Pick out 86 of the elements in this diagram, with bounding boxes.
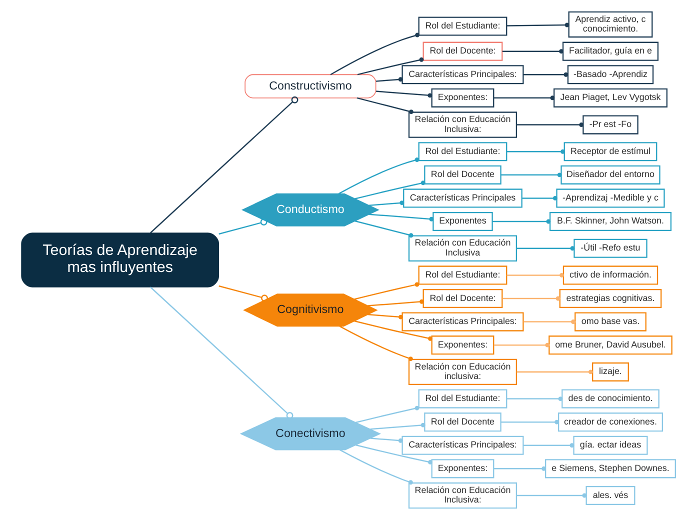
connector (150, 96, 298, 234)
connector (338, 158, 420, 194)
connector (339, 449, 413, 485)
node-box: Relación con Educación Inclusiva: (408, 112, 518, 138)
connector (506, 272, 564, 278)
connector (506, 396, 563, 402)
node-box: e Siemens, Stephen Downes. (544, 459, 676, 478)
connector (150, 286, 294, 420)
connector (339, 326, 413, 362)
connector (500, 420, 560, 424)
node-box: Constructivismo (244, 74, 376, 98)
connector (356, 444, 432, 464)
connector (523, 72, 568, 77)
connector (369, 200, 404, 206)
node-box: Características Principales: (402, 436, 524, 455)
connector (494, 466, 546, 471)
node-box: Características Principales: (402, 312, 524, 332)
node-box: Diseñador del entorno (560, 165, 660, 184)
connector (368, 314, 403, 320)
connector (516, 493, 587, 498)
node-box: Características Principales (403, 188, 522, 208)
node-box: Aprendiz activo, c conocimiento. (568, 11, 653, 38)
node-box: Rol del Estudiante: (418, 266, 508, 285)
connector (218, 285, 268, 302)
connector (516, 246, 575, 251)
node-box: ome Bruner, David Ausubel. (548, 336, 672, 355)
node-box: omo base vas. (574, 312, 646, 332)
node-box: creador de conexiones. (558, 412, 664, 432)
node-box: -Pr est -Fo (582, 115, 638, 134)
connector (370, 422, 426, 430)
node-box: B.F. Skinner, John Watson. (549, 212, 672, 232)
connector (369, 214, 434, 222)
node-box: estrategias cognitivas. (559, 288, 662, 308)
node-box: Receptor de estímul (564, 142, 658, 162)
node-box: -Aprendizaj -Medible y c (556, 188, 665, 208)
connector (368, 299, 424, 306)
node-box: Jean Piaget, Lev Vygotsk (554, 88, 668, 108)
connector (357, 57, 424, 76)
node-box: Rol del Estudiante: (418, 16, 508, 36)
connector (376, 90, 432, 98)
connector (523, 320, 576, 324)
connector (506, 22, 570, 28)
node-box: -Basado -Aprendiz (567, 65, 654, 84)
connector (494, 96, 555, 100)
connector (354, 180, 426, 200)
node-box: Exponentes (432, 212, 493, 232)
node-box: Rol del Estudiante: (418, 389, 508, 408)
connector (354, 282, 420, 300)
connector (218, 218, 268, 235)
node-box: Rol del Docente: (422, 288, 503, 308)
connector (506, 149, 565, 154)
connector (516, 122, 584, 128)
connector (354, 220, 414, 238)
node-box: ctivo de información. (562, 266, 658, 285)
node-box: Exponentes: (431, 336, 494, 355)
node-box: -Útil -Refo estu (574, 238, 648, 258)
node-box: des de conocimiento. (562, 389, 660, 408)
node-box: ales. vés (586, 486, 636, 506)
node-box: Relación con Educación Inclusiva (408, 235, 518, 262)
node-box: Teorías de Aprendizaje mas influyentes (21, 232, 220, 288)
node-box: Rol del Docente (424, 165, 502, 184)
connector (502, 296, 560, 301)
connector (522, 196, 558, 200)
connector (354, 320, 432, 341)
connector (523, 443, 574, 448)
connector (370, 438, 403, 443)
node-box: gía. ectar ideas (573, 436, 648, 455)
node-box: Rol del Docente (424, 412, 502, 432)
node-box: Rol del Docente: (422, 42, 503, 61)
connector (356, 406, 420, 424)
connector (330, 32, 420, 76)
node-box: Exponentes: (431, 459, 494, 478)
node-box: lizaje. (592, 362, 629, 382)
node-box: Relación con Educación Inclusiva: (408, 482, 518, 509)
connector (494, 342, 550, 348)
node-box: Facilitador, guía en e (562, 42, 659, 61)
node-box: Exponentes: (431, 88, 494, 108)
node-box: Relación con Educación inclusiva: (408, 358, 518, 386)
connector (356, 97, 414, 114)
connector (492, 219, 551, 224)
connector (516, 370, 593, 374)
connector (502, 49, 564, 54)
node-box: Características Principales: (402, 65, 524, 84)
connector (376, 77, 403, 82)
connector (500, 172, 562, 178)
node-box: Rol del Estudiante: (418, 142, 508, 162)
